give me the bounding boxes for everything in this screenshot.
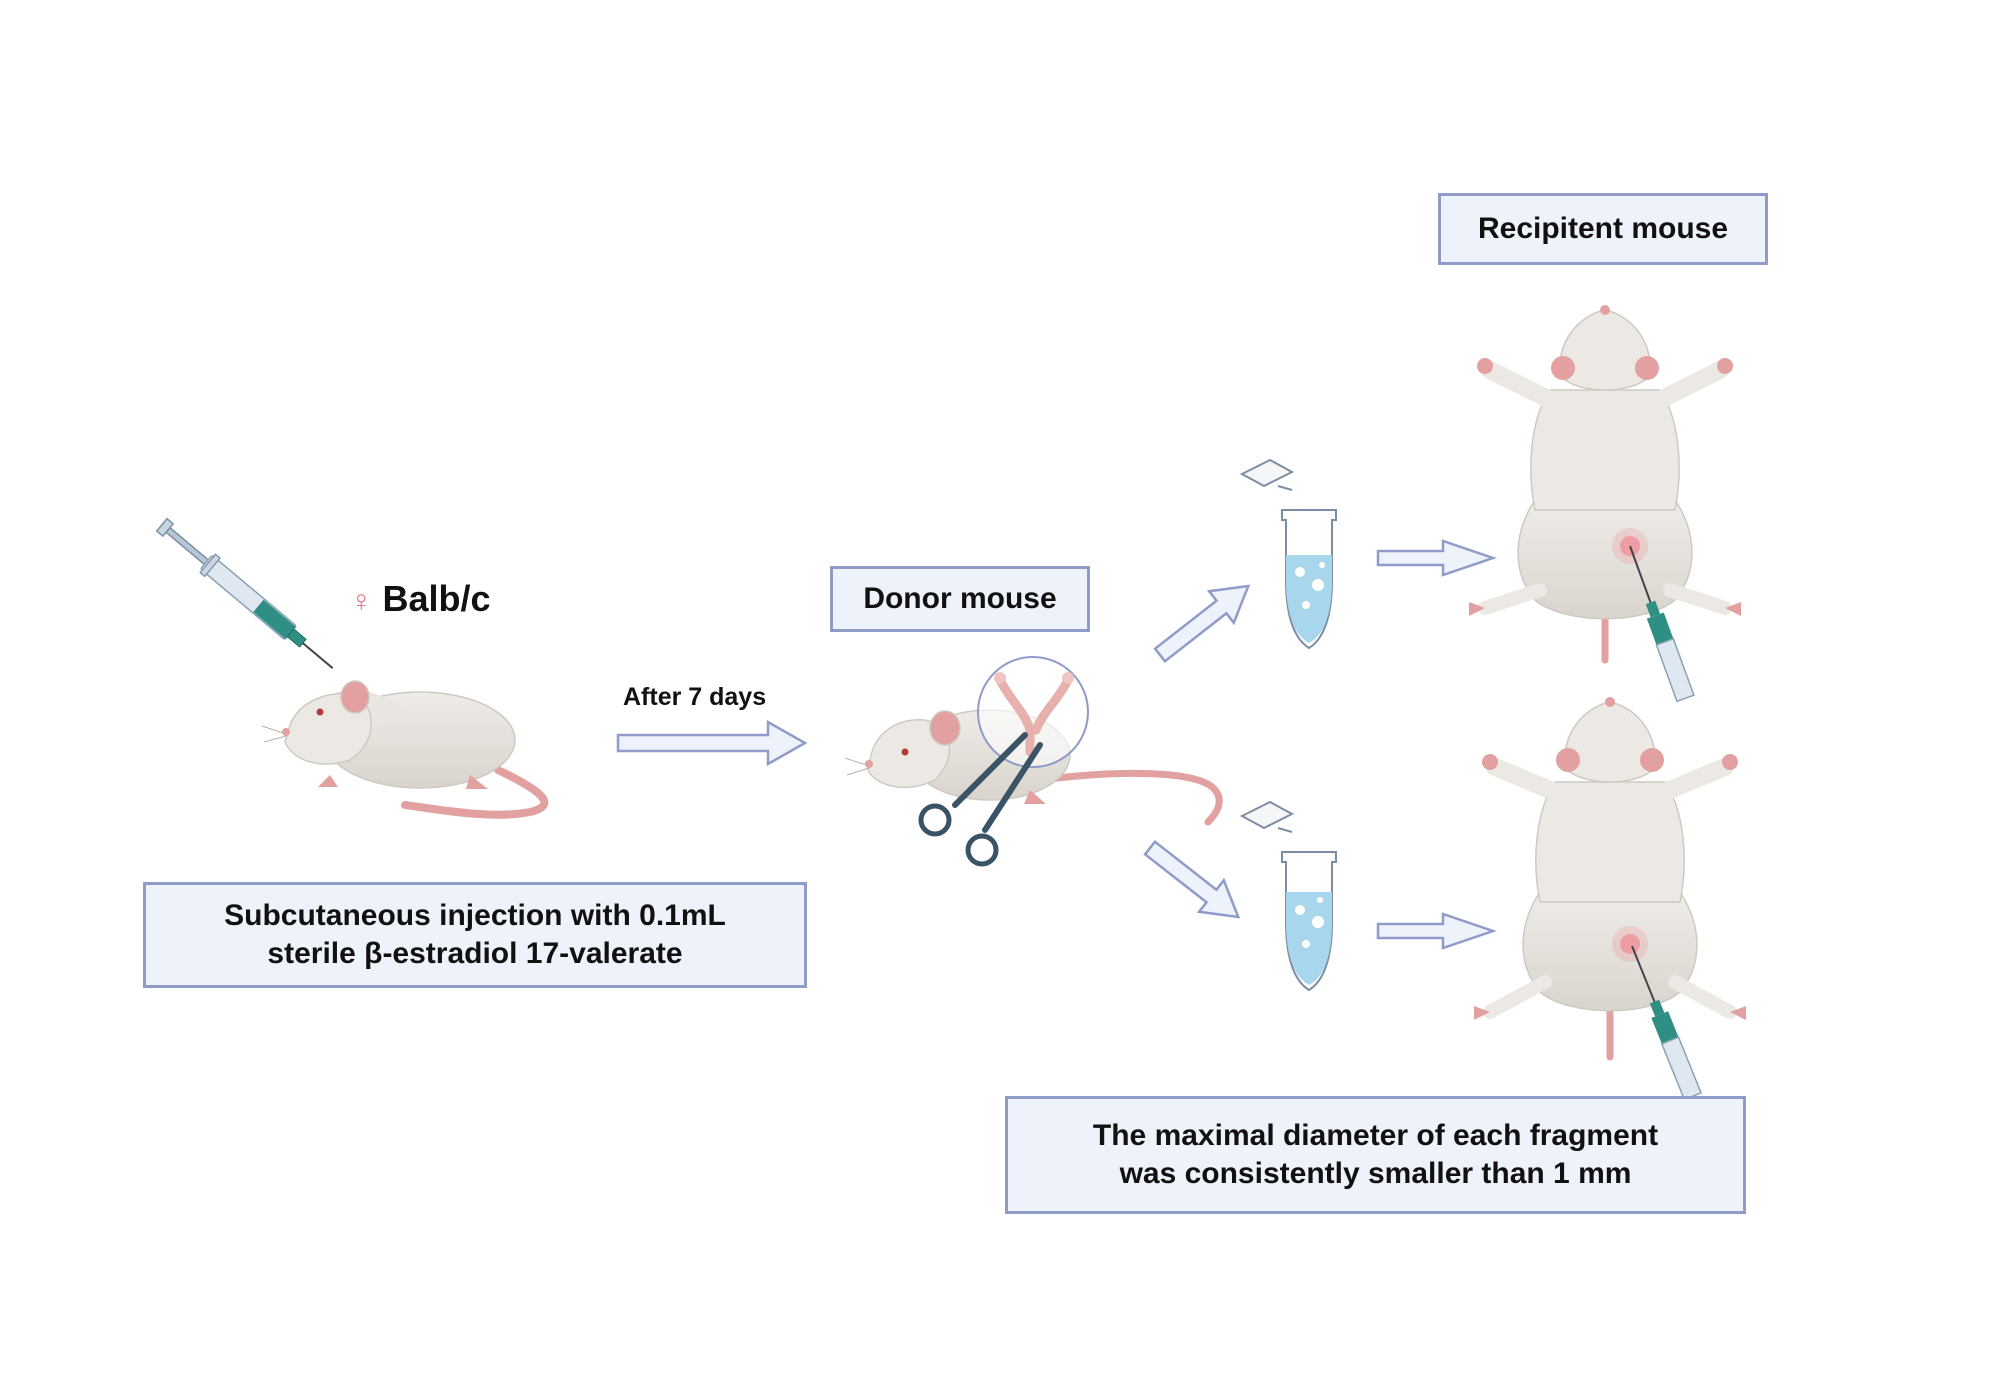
- syringe-icon: [155, 517, 334, 669]
- recipient-mouse-icon: [1474, 697, 1746, 1061]
- fragment-size-note-box: The maximal diameter of each fragment wa…: [1005, 1096, 1746, 1214]
- arrow-icon: [1376, 539, 1497, 577]
- mouse-icon: [261, 680, 549, 819]
- injection-step-line-1: Subcutaneous injection with 0.1mL: [224, 899, 726, 932]
- recipient-mouse-box: Recipitent mouse: [1438, 193, 1768, 265]
- fragment-size-note-line-1: The maximal diameter of each fragment: [1092, 1119, 1659, 1152]
- recipient-mouse-label: Recipitent mouse: [1477, 212, 1729, 245]
- donor-mouse-box: Donor mouse: [830, 566, 1090, 632]
- scissors-icon: [918, 732, 1043, 867]
- syringe-icon: [1631, 945, 1703, 1101]
- female-icon: ♀: [350, 585, 373, 618]
- tube-icon: [1239, 458, 1337, 650]
- arrow-down-icon: [1143, 839, 1241, 919]
- injection-step-box: Subcutaneous injection with 0.1mL steril…: [143, 882, 807, 988]
- fragment-size-note-line-2: was consistently smaller than 1 mm: [1119, 1157, 1632, 1190]
- donor-mouse-label: Donor mouse: [863, 582, 1057, 615]
- arrow-up-icon: [1153, 584, 1251, 664]
- transition-label: After 7 days: [623, 683, 767, 711]
- syringe-icon: [1629, 545, 1695, 703]
- arrow-icon: [1376, 912, 1497, 950]
- injection-step-line-2: sterile β-estradiol 17-valerate: [267, 937, 683, 970]
- recipient-mouse-icon: [1469, 305, 1741, 664]
- tube-icon: [1239, 800, 1337, 992]
- strain-label: ♀ Balb/c: [350, 578, 491, 620]
- strain-name: Balb/c: [382, 578, 491, 619]
- uterus-magnifier-icon: [977, 656, 1089, 768]
- arrow-icon: [616, 719, 808, 767]
